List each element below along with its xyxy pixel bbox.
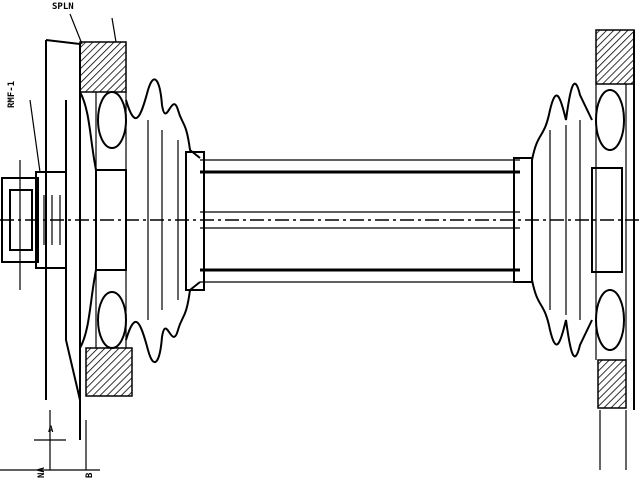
right-boot: [513, 82, 593, 358]
left-axle-stub: [1, 160, 67, 290]
right-cv-housing: [591, 29, 635, 470]
label-bottom-b: NA: [37, 467, 47, 478]
label-top-left: SPLN: [52, 2, 74, 12]
main-shaft: [200, 159, 520, 283]
left-cv-housing: [45, 39, 133, 440]
label-left-side: RMF-1: [7, 81, 17, 108]
label-bottom-c: B: [85, 472, 95, 478]
label-bottom-a: A: [48, 425, 54, 435]
leader-lines: [0, 13, 117, 471]
left-boot: [125, 78, 205, 364]
